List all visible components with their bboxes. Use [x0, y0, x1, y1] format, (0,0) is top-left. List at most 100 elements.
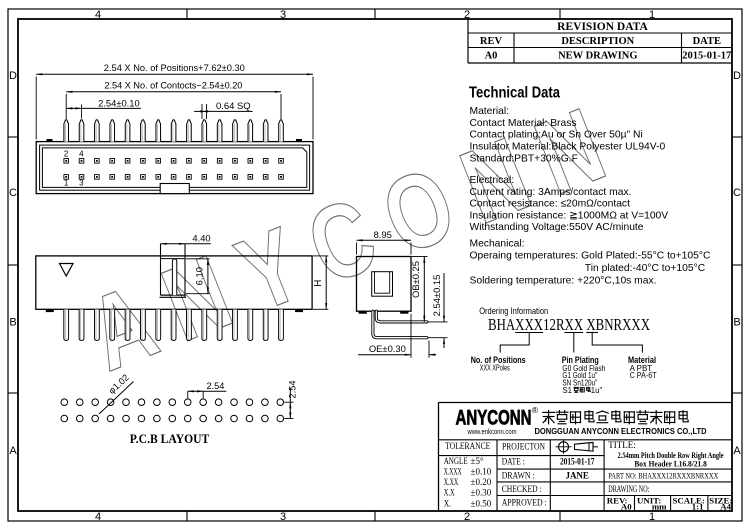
svg-text:Insulator Material:Black Polye: Insulator Material:Black Polyester UL94V…	[470, 141, 666, 152]
svg-text:4.40: 4.40	[192, 232, 210, 243]
svg-text:ANYCONN: ANYCONN	[456, 407, 532, 430]
svg-text:±0.10: ±0.10	[471, 467, 492, 477]
svg-text:Pin Plating: Pin Plating	[562, 355, 599, 366]
svg-text:Contact plating:Au or Sn Over: Contact plating:Au or Sn Over 50µ" Ni	[470, 130, 643, 141]
svg-text:DRAWN :: DRAWN :	[502, 471, 535, 481]
svg-text:X.XX: X.XX	[444, 477, 459, 487]
svg-text:B: B	[9, 317, 16, 329]
svg-text:UNIT:: UNIT:	[637, 496, 661, 506]
svg-text:2015-01-17: 2015-01-17	[682, 50, 731, 61]
svg-text:DONGGUAN ANYCONN ELECTRONICS: DONGGUAN ANYCONN ELECTRONICS CO.,LTD	[535, 426, 707, 436]
svg-text:Tin plated:-40°C to+105°C: Tin plated:-40°C to+105°C	[585, 263, 706, 274]
svg-text:SIZE:: SIZE:	[709, 496, 732, 506]
svg-text:2.54 X No. of Positions+7.62±0: 2.54 X No. of Positions+7.62±0.30	[104, 62, 245, 73]
svg-text:REV: REV	[480, 36, 503, 47]
svg-text:TOLERANCE: TOLERANCE	[445, 442, 490, 452]
svg-text:6.10: 6.10	[193, 267, 204, 285]
svg-text:Insulation resistance: ≧1000MΩ: Insulation resistance: ≧1000MΩ at V=100V	[470, 210, 669, 221]
svg-text:Operaing temperatures: Gold Pl: Operaing temperatures: Gold Plated:-55°C…	[470, 250, 711, 261]
svg-text:2.54 X No. of Contocts−2.54±0.: 2.54 X No. of Contocts−2.54±0.20	[104, 79, 242, 90]
svg-text:X.: X.	[444, 498, 451, 508]
svg-text:C: C	[9, 187, 17, 199]
svg-text:TITLE:: TITLE:	[608, 440, 636, 450]
svg-text:4: 4	[95, 511, 101, 523]
svg-text:±5°: ±5°	[471, 456, 484, 466]
svg-text:No. of Positions: No. of Positions	[471, 355, 526, 366]
svg-text:A PBT: A PBT	[630, 364, 653, 373]
svg-text:X.X: X.X	[444, 488, 455, 498]
svg-text:4: 4	[95, 9, 101, 21]
svg-text:4: 4	[79, 150, 84, 159]
svg-text:2.54±0.15: 2.54±0.15	[431, 275, 442, 317]
svg-text:Ordering Information: Ordering Information	[479, 306, 548, 316]
svg-text:DESCRIPTION: DESCRIPTION	[561, 36, 634, 47]
svg-text:2: 2	[464, 511, 470, 523]
svg-text:2.54±0.10: 2.54±0.10	[98, 98, 140, 109]
svg-text:NEW DRAWING: NEW DRAWING	[558, 50, 637, 61]
svg-text:3: 3	[280, 511, 286, 523]
svg-text:D: D	[733, 70, 741, 82]
svg-text:®: ®	[532, 405, 539, 415]
svg-text:www.enkconn.com: www.enkconn.com	[467, 427, 517, 436]
svg-text:DATE :: DATE :	[502, 457, 525, 467]
svg-text:Box Header L16.8/21.8: Box Header L16.8/21.8	[634, 458, 707, 468]
svg-text:1: 1	[64, 179, 69, 188]
svg-text:2.54: 2.54	[288, 381, 298, 399]
svg-text:1: 1	[649, 511, 655, 523]
svg-text:±0.20: ±0.20	[471, 477, 492, 487]
svg-text:B: B	[733, 317, 740, 329]
svg-text:A0: A0	[621, 501, 632, 511]
svg-text:G1 Gold 1u": G1 Gold 1u"	[562, 371, 597, 380]
svg-text:Material:: Material:	[470, 106, 509, 117]
svg-text:JANE: JANE	[565, 471, 589, 481]
svg-text:P.C.B LAYOUT: P.C.B LAYOUT	[130, 432, 210, 446]
svg-text:C PA-6T: C PA-6T	[630, 371, 657, 380]
svg-text:±0.50: ±0.50	[471, 498, 492, 508]
svg-text:Standard:PBT+30%G.F: Standard:PBT+30%G.F	[470, 153, 578, 164]
svg-text:PROJECTON: PROJECTON	[502, 443, 545, 453]
svg-text:2.54mm Pitch Double Row Right: 2.54mm Pitch Double Row Right Angle	[618, 450, 724, 460]
svg-text:Soldering temperature: +220°C,: Soldering temperature: +220°C,10s max.	[470, 276, 657, 287]
svg-text:0.64 SQ: 0.64 SQ	[216, 100, 251, 111]
svg-text:CHECKED :: CHECKED :	[502, 484, 542, 494]
svg-text:OE±0.30: OE±0.30	[369, 343, 406, 354]
svg-text:2: 2	[464, 9, 470, 21]
svg-text:D: D	[9, 70, 17, 82]
svg-text:±0.30: ±0.30	[471, 488, 492, 498]
svg-text:Technical Data: Technical Data	[469, 85, 560, 102]
svg-text:1u": 1u"	[591, 386, 603, 395]
svg-text:REV:: REV:	[607, 496, 628, 506]
svg-text:Current rating: 3Amps/contact: Current rating: 3Amps/contact max.	[470, 187, 632, 198]
svg-text:2015-01-17: 2015-01-17	[560, 457, 595, 467]
svg-text:2: 2	[64, 150, 69, 159]
svg-text:DRAWING NO:: DRAWING NO:	[608, 484, 649, 494]
svg-text:1:1: 1:1	[692, 501, 704, 511]
svg-text:Material: Material	[628, 355, 656, 366]
svg-text:X.XXX: X.XXX	[444, 467, 462, 477]
svg-text:H: H	[313, 280, 324, 287]
svg-text:mm: mm	[652, 501, 667, 511]
svg-text:3: 3	[79, 179, 84, 188]
svg-text:ANGLE: ANGLE	[444, 456, 468, 466]
svg-text:PART NO: BHAXXX12RXXXBNRXXX: PART NO: BHAXXX12RXXXBNRXXX	[608, 471, 718, 481]
svg-text:XXX XPoles: XXX XPoles	[480, 364, 510, 373]
svg-text:APPROVED :: APPROVED :	[502, 498, 547, 508]
svg-text:G0 Gold Flash: G0 Gold Flash	[562, 364, 605, 373]
svg-text:REVISION DATA: REVISION DATA	[557, 21, 648, 33]
svg-text:2.54: 2.54	[207, 381, 225, 391]
svg-text:C: C	[733, 187, 741, 199]
svg-text:DATE: DATE	[693, 36, 721, 47]
svg-text:SCALE:: SCALE:	[673, 496, 705, 506]
svg-text:Contact Material: Brass: Contact Material: Brass	[470, 118, 577, 129]
svg-text:A: A	[9, 445, 17, 457]
svg-text:Mechanical:: Mechanical:	[470, 239, 525, 250]
svg-text:SN Sn120u": SN Sn120u"	[562, 379, 597, 388]
svg-text:A0: A0	[485, 50, 498, 61]
svg-text:Withstanding Voltage:550V AC/m: Withstanding Voltage:550V AC/minute	[470, 222, 644, 233]
svg-text:1: 1	[649, 9, 655, 21]
svg-text:A4: A4	[720, 501, 731, 511]
svg-text:Contact resistance: ≤20mΩ/cont: Contact resistance: ≤20mΩ/contact	[470, 199, 631, 210]
svg-text:8.95: 8.95	[374, 229, 392, 240]
svg-text:OB±0.25: OB±0.25	[410, 261, 421, 298]
svg-text:3: 3	[280, 9, 286, 21]
